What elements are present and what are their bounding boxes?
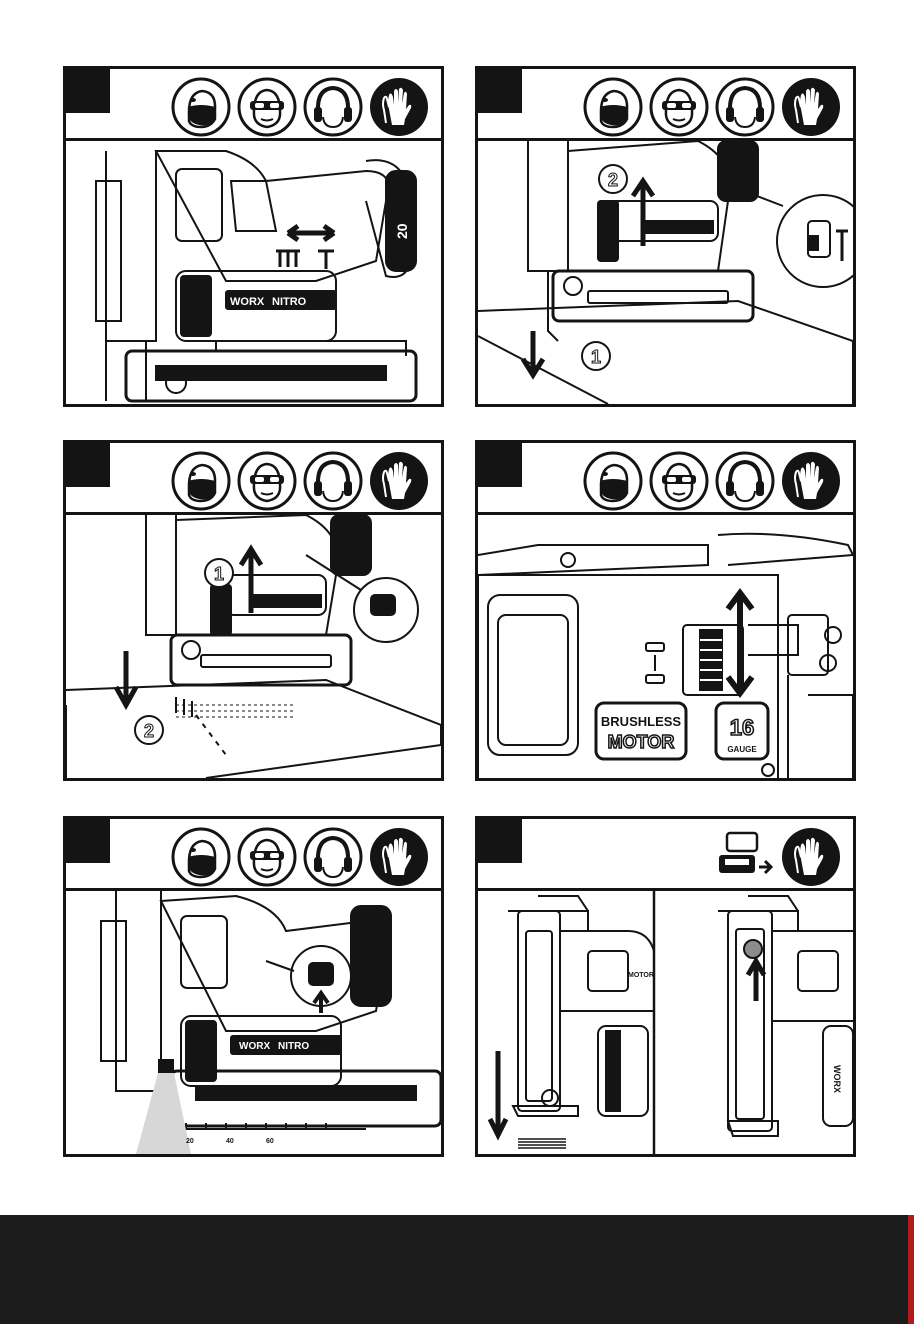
brand-label: NITRO: [272, 296, 307, 308]
brand-label: WORX: [230, 296, 265, 308]
double-arrow-icon: [288, 226, 334, 240]
ear-protection-icon: [303, 77, 363, 137]
gloves-icon: [781, 451, 841, 511]
step-number-box: [478, 819, 522, 863]
scale-mark: 60: [266, 1138, 274, 1145]
brand-label: NITRO: [278, 1041, 309, 1052]
panel-5: WORX NITRO 20 40 60: [63, 816, 444, 1157]
ear-protection-icon: [303, 451, 363, 511]
panel-header: [66, 69, 441, 141]
arrow-down-icon: [116, 651, 136, 705]
panel-3: 1 2: [63, 440, 444, 781]
arrow-up-icon: [633, 181, 653, 246]
ppe-icon-row: [171, 451, 429, 511]
brand-label: WORX: [832, 1065, 842, 1093]
step-number-box: [478, 443, 522, 487]
dust-mask-icon: [171, 451, 231, 511]
safety-glasses-icon: [237, 451, 297, 511]
depth-adjustment-illustration: BRUSHLESS MOTOR 16 GAUGE: [478, 515, 853, 778]
panel-2: 2 1: [475, 66, 856, 407]
panel-header: [478, 819, 853, 891]
illustration: BRUSHLESS MOTOR 16 GAUGE: [478, 515, 853, 778]
gloves-icon: [781, 77, 841, 137]
illustration: MOTOR NITRO WORX: [478, 891, 853, 1154]
nailer-mode-switch-illustration: WORX NITRO 20: [66, 141, 441, 404]
panel-6: MOTOR NITRO WORX: [475, 816, 856, 1157]
illustration: 1 2: [66, 515, 441, 778]
step-marker: 1: [214, 564, 224, 584]
safety-glasses-icon: [237, 827, 297, 887]
arrow-down-icon: [523, 331, 543, 375]
gauge-number: 16: [730, 715, 754, 740]
illustration: WORX NITRO 20 40 60: [66, 891, 441, 1154]
illustration: WORX NITRO 20: [66, 141, 441, 404]
arrow-up-icon: [748, 961, 764, 1001]
brand-label: WORX: [239, 1041, 270, 1052]
panel-header: [66, 819, 441, 891]
step-marker: 1: [591, 347, 601, 367]
panel-4: BRUSHLESS MOTOR 16 GAUGE: [475, 440, 856, 781]
footer-bar: [0, 1215, 914, 1324]
ppe-icon-row: [583, 77, 841, 137]
panel-header: [478, 69, 853, 141]
ear-protection-icon: [715, 77, 775, 137]
step-number-box: [66, 69, 110, 113]
dust-mask-icon: [583, 77, 643, 137]
ear-protection-icon: [715, 451, 775, 511]
battery-label: 20: [394, 223, 410, 239]
safety-glasses-icon: [237, 77, 297, 137]
footer-edge-accent: [908, 1215, 914, 1324]
bump-fire-illustration: 1 2: [66, 515, 441, 778]
panel-header: [478, 443, 853, 515]
step-number-box: [66, 819, 110, 863]
motor-label-line2: MOTOR: [608, 732, 675, 752]
ear-protection-icon: [303, 827, 363, 887]
remove-battery-icon: [715, 827, 775, 887]
motor-label-line1: BRUSHLESS: [601, 714, 682, 729]
gauge-word: GAUGE: [727, 745, 757, 754]
dust-mask-icon: [171, 77, 231, 137]
step-number-box: [478, 69, 522, 113]
dust-mask-icon: [171, 827, 231, 887]
warning-icon-row: [715, 827, 841, 887]
scale-mark: 40: [226, 1138, 234, 1145]
clear-jam-illustration: MOTOR NITRO WORX: [478, 891, 853, 1154]
illustration: 2 1: [478, 141, 853, 404]
safety-glasses-icon: [649, 451, 709, 511]
safety-glasses-icon: [649, 77, 709, 137]
gloves-icon: [369, 827, 429, 887]
gloves-icon: [369, 77, 429, 137]
ppe-icon-row: [171, 827, 429, 887]
step-marker: 2: [144, 721, 154, 741]
led-light-illustration: WORX NITRO 20 40 60: [66, 891, 441, 1154]
ppe-icon-row: [583, 451, 841, 511]
motor-label: MOTOR: [628, 972, 654, 979]
brand-label: NITRO: [622, 1055, 632, 1083]
gloves-icon: [369, 451, 429, 511]
contact-then-trigger-illustration: 2 1: [478, 141, 853, 404]
gloves-icon: [781, 827, 841, 887]
scale-mark: 20: [186, 1138, 194, 1145]
dust-mask-icon: [583, 451, 643, 511]
panel-header: [66, 443, 441, 515]
panel-1: WORX NITRO 20: [63, 66, 444, 407]
ppe-icon-row: [171, 77, 429, 137]
step-marker: 2: [608, 170, 618, 190]
step-number-box: [66, 443, 110, 487]
arrow-down-icon: [490, 1051, 506, 1135]
